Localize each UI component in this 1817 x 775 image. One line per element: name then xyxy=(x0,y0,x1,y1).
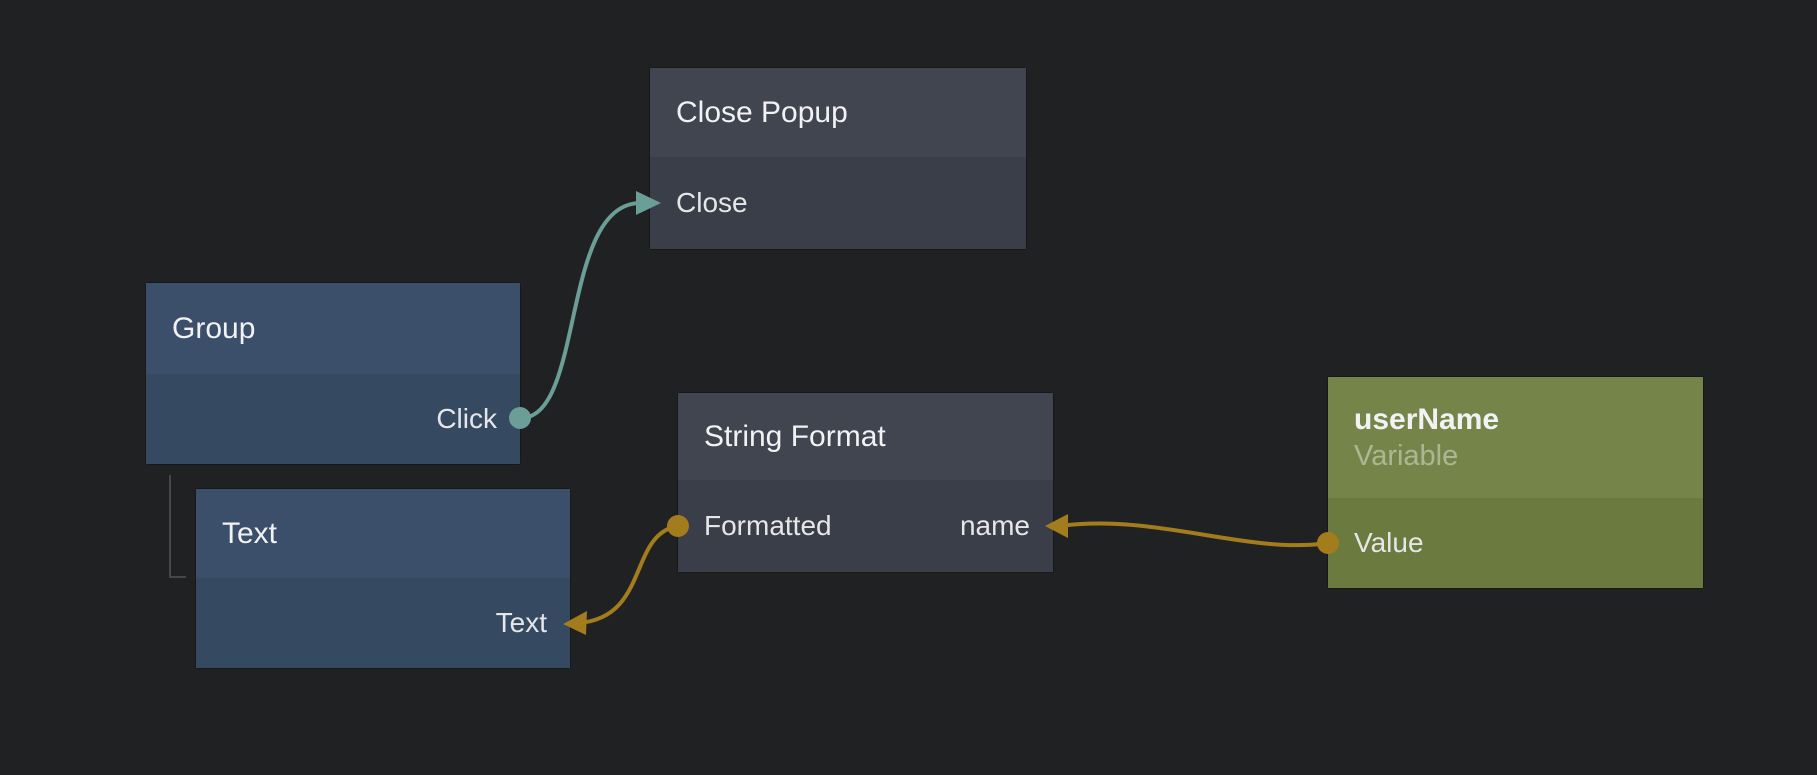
connection-value-to-name[interactable] xyxy=(1059,521,1329,548)
node-string-format-title: String Format xyxy=(704,420,886,453)
node-username-body: Value xyxy=(1328,498,1703,588)
hierarchy-line-group-text xyxy=(169,475,186,578)
port-username-value-output[interactable]: Value xyxy=(1354,527,1424,558)
node-string-format-header[interactable]: String Format xyxy=(678,393,1053,480)
port-close-popup-close-input[interactable]: Close xyxy=(676,187,748,218)
port-text-text-input[interactable]: Text xyxy=(495,607,547,638)
node-group-header[interactable]: Group xyxy=(146,283,520,374)
node-close-popup[interactable]: Close Popup Close xyxy=(650,68,1026,249)
node-group-body: Click xyxy=(146,374,520,464)
connection-group-click-to-close-popup[interactable] xyxy=(519,201,641,421)
node-close-popup-header[interactable]: Close Popup xyxy=(650,68,1026,157)
node-username-title: userName xyxy=(1354,403,1500,436)
port-string-format-name-input[interactable]: name xyxy=(959,510,1030,541)
node-group[interactable]: Group Click xyxy=(146,283,520,464)
node-text[interactable]: Text Text xyxy=(196,489,570,668)
connection-formatted-to-text[interactable] xyxy=(577,524,679,625)
node-username-header[interactable]: userName Variable xyxy=(1328,377,1703,498)
node-username-subtitle: Variable xyxy=(1354,440,1459,472)
node-close-popup-body: Close xyxy=(650,157,1026,249)
node-text-header[interactable]: Text xyxy=(196,489,570,578)
node-string-format-body: Formatted name xyxy=(678,480,1053,572)
port-string-format-formatted-output[interactable]: Formatted xyxy=(704,510,832,541)
node-text-body: Text xyxy=(196,578,570,668)
port-group-click-output[interactable]: Click xyxy=(436,403,497,434)
node-close-popup-title: Close Popup xyxy=(676,96,848,129)
node-string-format[interactable]: String Format Formatted name xyxy=(678,393,1053,572)
node-group-title: Group xyxy=(172,312,256,345)
node-text-title: Text xyxy=(222,517,278,550)
node-username-variable[interactable]: userName Variable Value xyxy=(1328,377,1703,588)
